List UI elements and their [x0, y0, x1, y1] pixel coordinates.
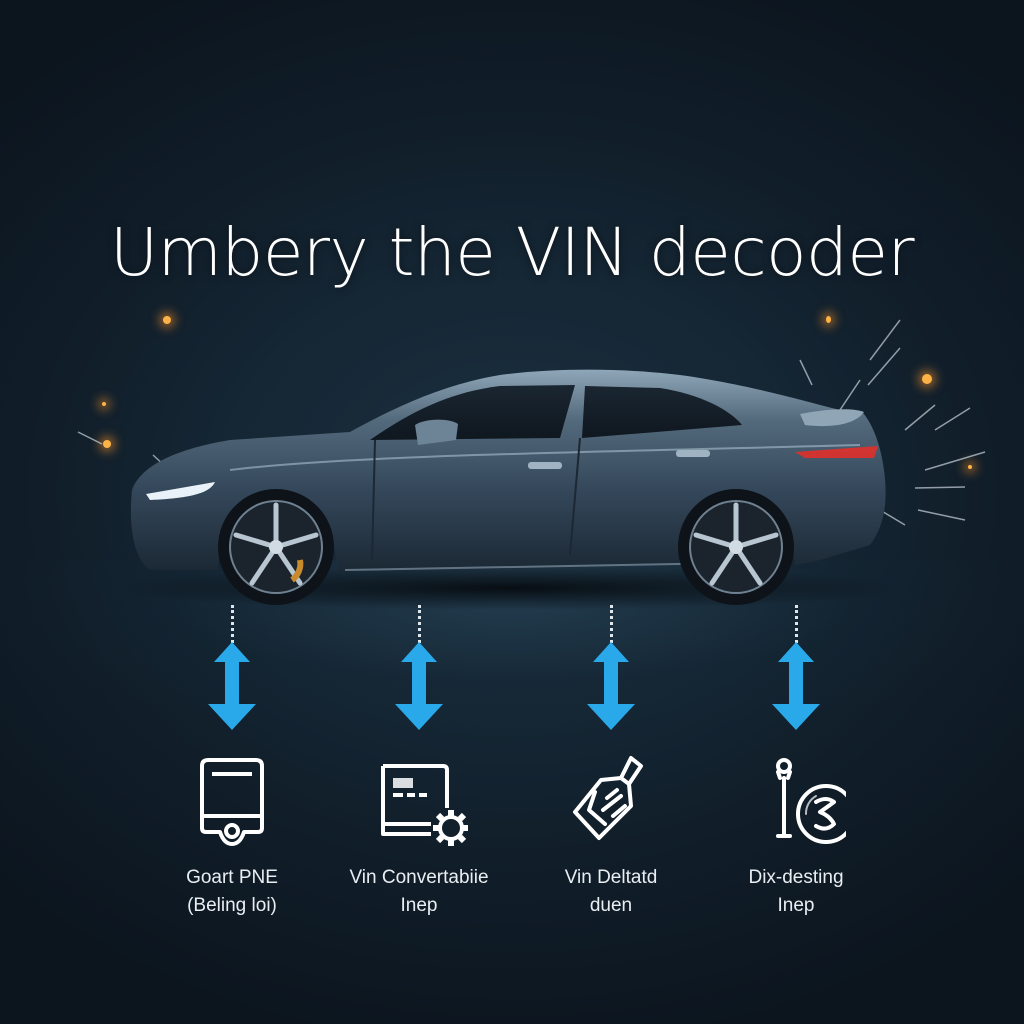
feature-item: Vin Convertabiie Inep: [324, 750, 514, 920]
feature-item: Vin Deltatd duen: [516, 750, 706, 920]
car-illustration: [0, 300, 1024, 620]
page-title: Umbery the VIN decoder: [109, 214, 915, 292]
spark-particle: [163, 316, 171, 324]
feature-label: Vin Convertabiie Inep: [349, 867, 489, 916]
spark-particle: [826, 316, 831, 323]
dotted-connector: [418, 605, 421, 643]
spark-particle: [968, 465, 972, 469]
spark-particle: [922, 374, 932, 384]
up-down-arrow-icon: [395, 642, 443, 730]
car-side-icon: [77, 319, 986, 610]
feature-label: Dix-desting Inep: [748, 867, 844, 916]
up-down-arrow-icon: [587, 642, 635, 730]
feature-label: Vin Deltatd duen: [564, 867, 658, 916]
tag-pen-icon: [573, 756, 643, 840]
spark-particle: [102, 402, 106, 406]
feature-item: Goart PNE (Beling loi): [137, 750, 327, 920]
document-gear-icon: [381, 764, 468, 846]
spark-particle: [103, 440, 111, 448]
dotted-connector: [610, 605, 613, 643]
tablet-device-icon: [200, 758, 264, 846]
dotted-connector: [231, 605, 234, 643]
up-down-arrow-icon: [772, 642, 820, 730]
feature-label: Goart PNE (Beling loi): [186, 867, 278, 916]
feature-item: Dix-desting Inep: [701, 750, 891, 920]
dotted-connector: [795, 605, 798, 643]
up-down-arrow-icon: [208, 642, 256, 730]
key-coin-icon: [776, 758, 846, 844]
